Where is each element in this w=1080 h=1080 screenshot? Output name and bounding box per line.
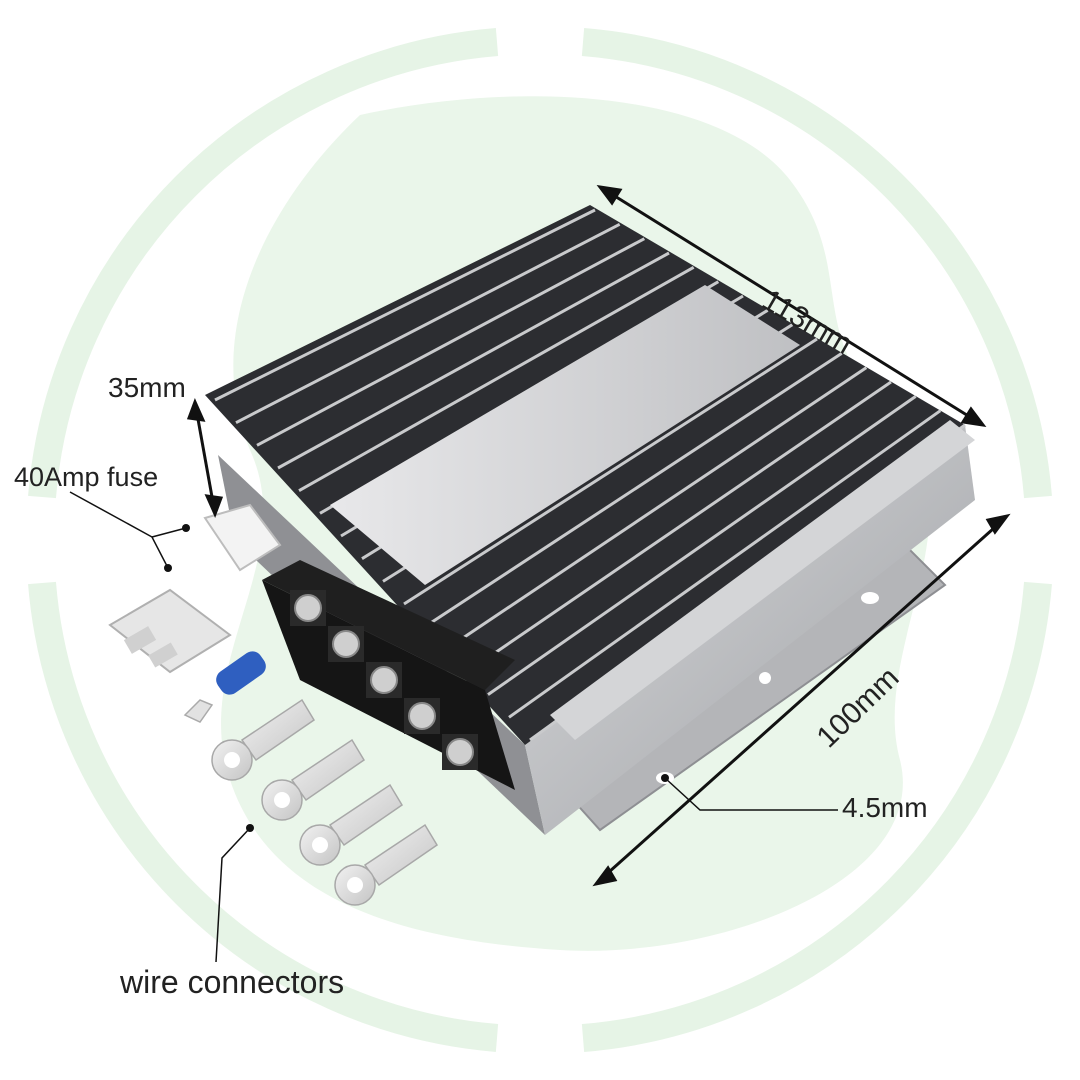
fuse-leader [69,491,169,569]
terminal-screw [446,738,474,766]
heatsink-fin [256,237,646,447]
connector-leader [215,827,251,963]
callout-lines [69,491,838,963]
heatsink-fin [487,395,917,696]
center-plate [330,285,800,585]
terminal-screw [370,666,398,694]
fuse-callout-label: 40Amp fuse [14,462,159,492]
ring-terminal-hole [224,752,240,768]
width-arrow [599,518,1004,882]
heatsink-fin [403,337,818,606]
heatsink-fin [214,208,596,402]
heatsink-fin [445,366,868,651]
ring-terminal-hole [274,792,290,808]
height-arrow [194,407,216,509]
terminal-screw [294,594,322,622]
side-panel [525,425,975,835]
terminal-screws [290,590,478,770]
ring-terminals [211,698,439,906]
heatsink-fin [235,223,621,424]
heatsink-fin [508,409,942,719]
terminal-block [262,560,515,790]
background-ring [28,28,1052,1052]
fork-terminal [183,651,266,723]
terminal-screw [332,630,360,658]
mounting-hole [759,672,771,684]
hole-leader [664,777,838,811]
heatsink-fin [424,352,843,628]
length-arrow [604,188,979,424]
height-dimension-label: 35mm [108,372,186,403]
ring-terminal-hole [347,877,363,893]
callout-dots [164,524,669,832]
ring-terminal-hole [312,837,328,853]
connectors-callout-label: wire connectors [120,964,345,1000]
side-rail [550,420,975,740]
heatsink-fin [298,266,695,492]
hole-dimension-label: 4.5mm [842,792,928,823]
installed-fuse [203,503,282,572]
mounting-hole [861,592,879,604]
dimension-arrows [186,184,1011,887]
terminal-screw [408,702,436,730]
heatsink-fin [277,251,670,470]
heatsink-fin [466,380,892,674]
blade-fuse [108,588,232,674]
